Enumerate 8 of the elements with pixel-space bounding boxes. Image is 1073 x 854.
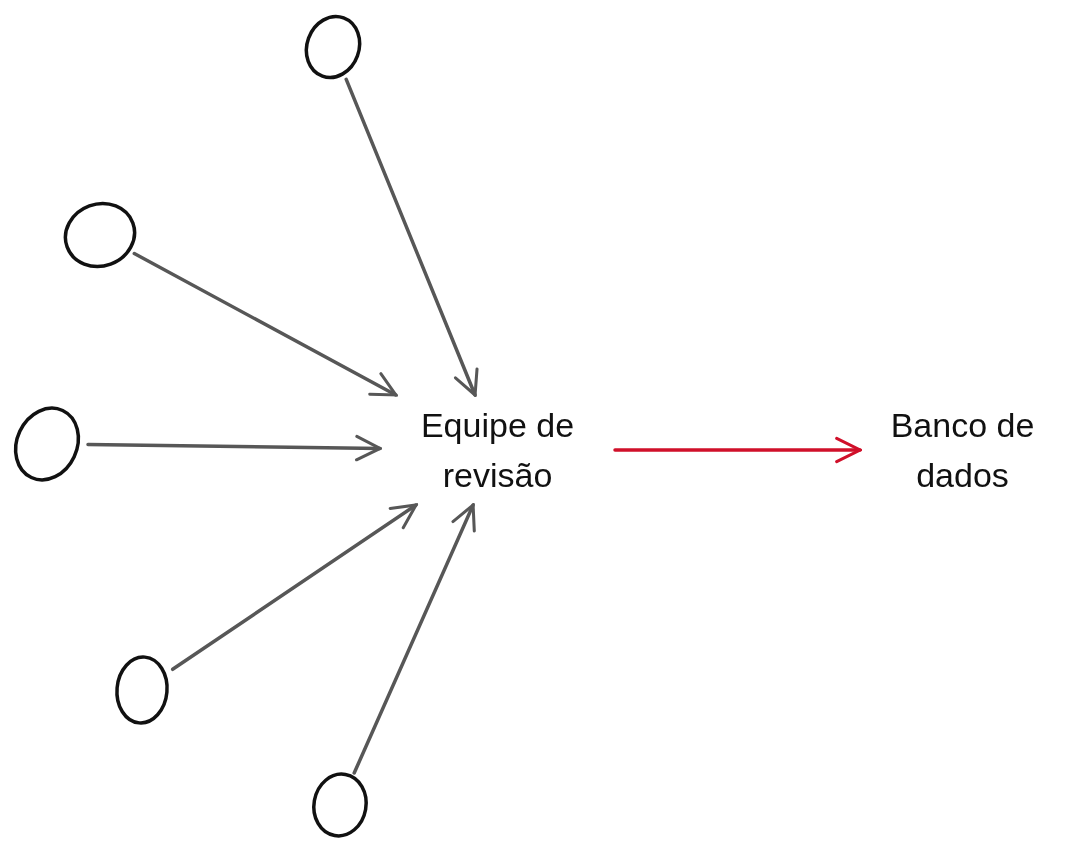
node-label: Banco de dados (889, 405, 1036, 496)
arrow (170, 503, 418, 672)
arrow (352, 503, 476, 775)
arrow (132, 251, 398, 397)
node-label: Equipe de revisão (419, 405, 576, 496)
arrow (344, 77, 479, 397)
arrow (86, 434, 382, 462)
arrow (613, 436, 862, 464)
